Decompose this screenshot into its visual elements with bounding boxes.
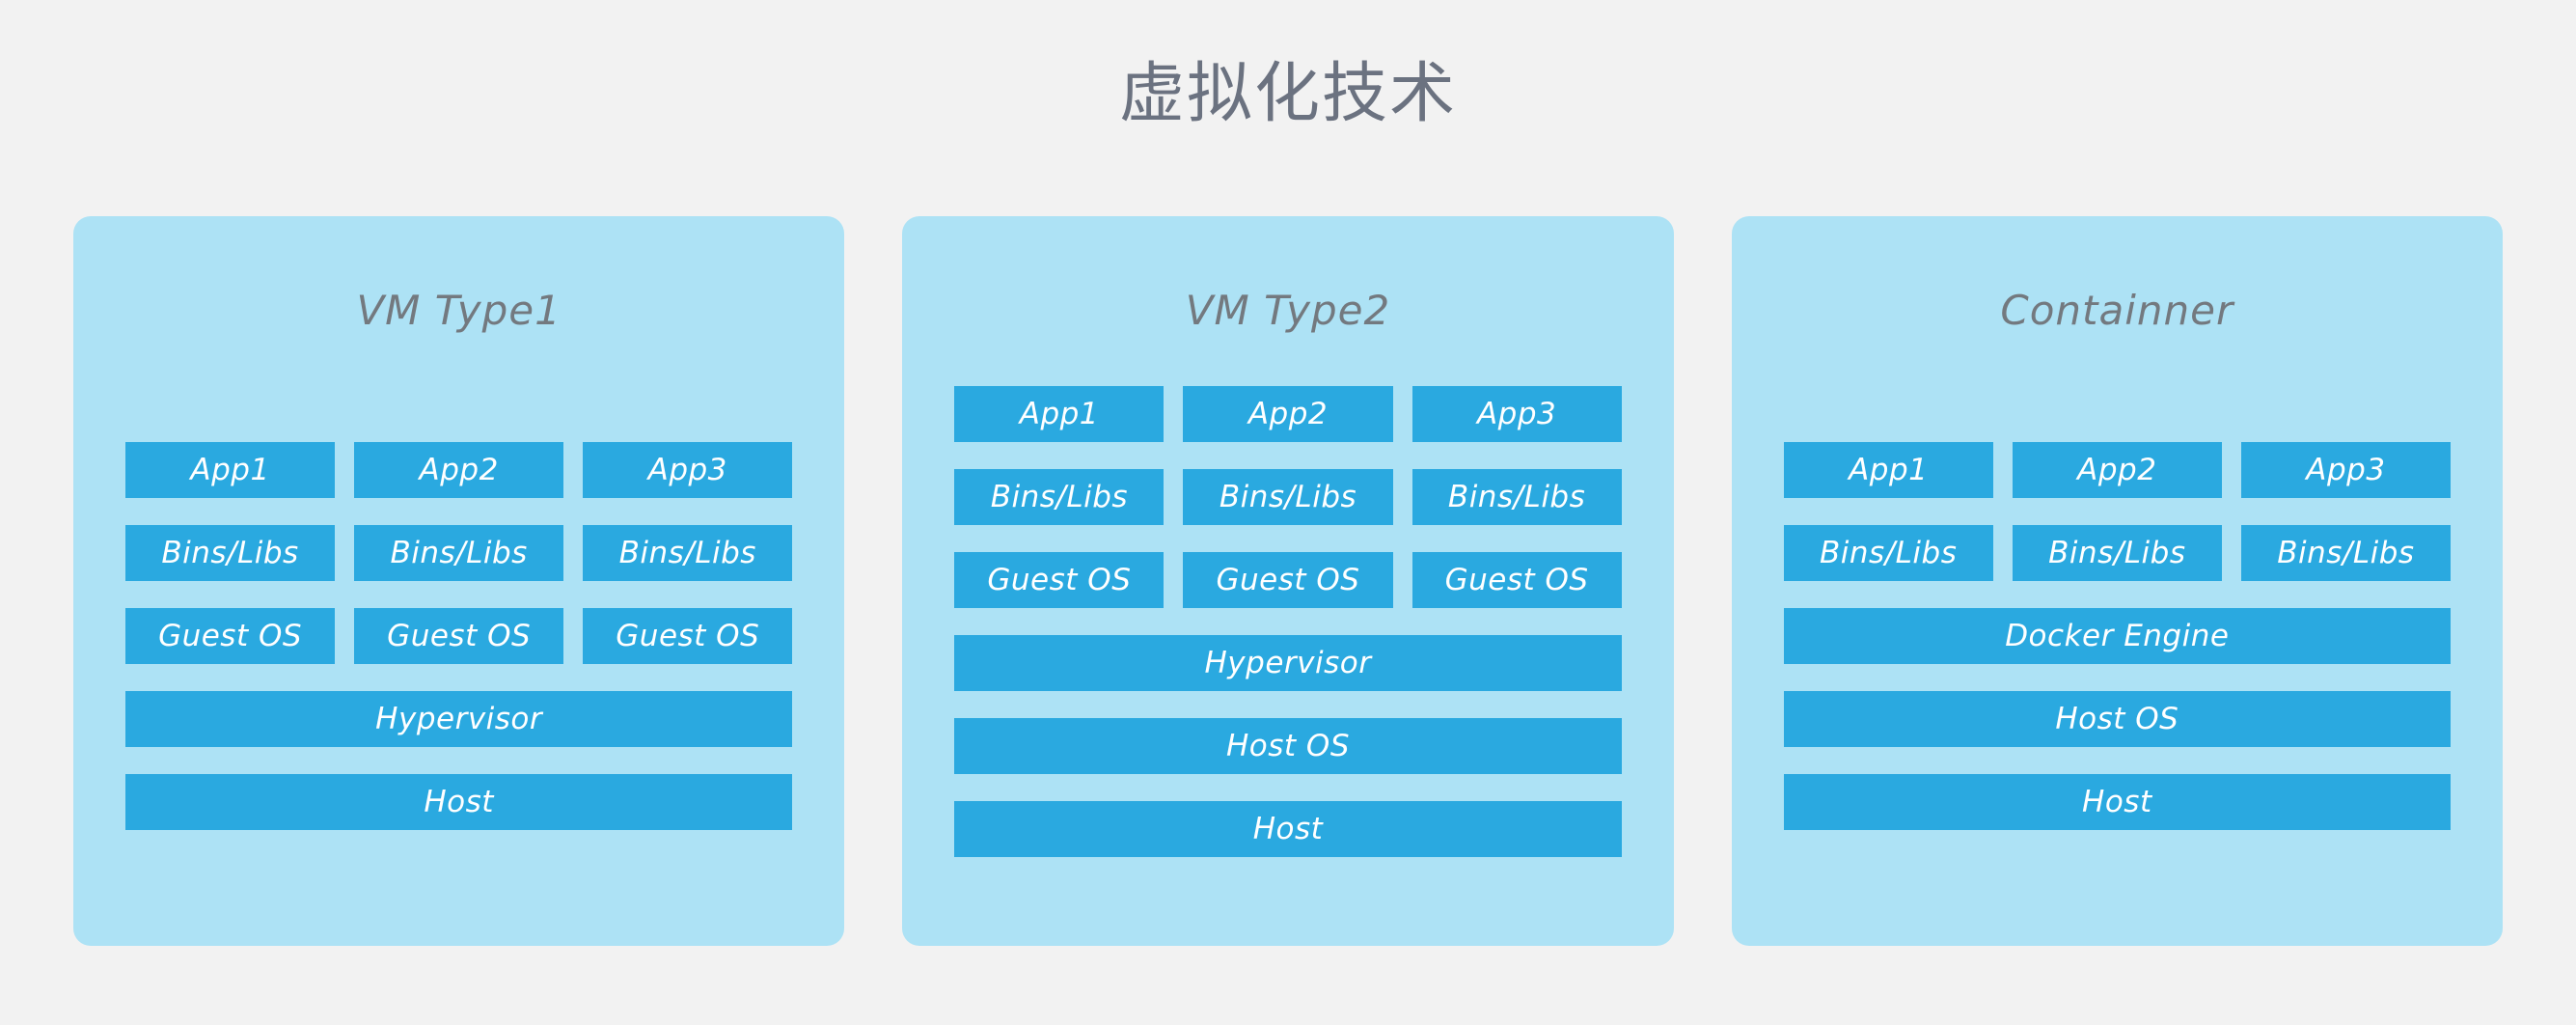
block-guest-os-2: Guest OS xyxy=(354,608,564,664)
block-docker-engine: Docker Engine xyxy=(1783,608,2451,664)
block-bins-libs-2: Bins/Libs xyxy=(354,525,564,581)
row-hypervisor: Hypervisor xyxy=(125,691,793,747)
block-host-os: Host OS xyxy=(1783,691,2451,747)
block-bins-libs-3: Bins/Libs xyxy=(2240,525,2451,581)
panel-title-vm-type2: VM Type2 xyxy=(1185,287,1391,334)
row-apps: App1 App2 App3 xyxy=(954,386,1622,442)
row-host-os: Host OS xyxy=(1783,691,2451,747)
block-hypervisor: Hypervisor xyxy=(954,635,1622,691)
block-app2: App2 xyxy=(1183,386,1393,442)
block-bins-libs-2: Bins/Libs xyxy=(2012,525,2222,581)
panel-title-containner: Containner xyxy=(2000,287,2234,334)
block-host: Host xyxy=(1783,774,2451,830)
row-bins-libs: Bins/Libs Bins/Libs Bins/Libs xyxy=(1783,525,2451,581)
panel-vm-type2: VM Type2 App1 App2 App3 Bins/Libs Bins/L… xyxy=(902,216,1674,946)
row-bins-libs: Bins/Libs Bins/Libs Bins/Libs xyxy=(125,525,793,581)
block-app1: App1 xyxy=(1783,442,1993,498)
block-app1: App1 xyxy=(954,386,1165,442)
stack-vm-type1: App1 App2 App3 Bins/Libs Bins/Libs Bins/… xyxy=(125,442,793,830)
block-bins-libs-1: Bins/Libs xyxy=(125,525,336,581)
block-bins-libs-3: Bins/Libs xyxy=(1411,469,1622,525)
row-bins-libs: Bins/Libs Bins/Libs Bins/Libs xyxy=(954,469,1622,525)
row-host-os: Host OS xyxy=(954,718,1622,774)
panel-title-vm-type1: VM Type1 xyxy=(356,287,562,334)
row-guest-os: Guest OS Guest OS Guest OS xyxy=(125,608,793,664)
block-host: Host xyxy=(954,801,1622,857)
stack-vm-type2: App1 App2 App3 Bins/Libs Bins/Libs Bins/… xyxy=(954,386,1622,857)
page-title: 虚拟化技术 xyxy=(1118,56,1457,132)
block-guest-os-3: Guest OS xyxy=(583,608,793,664)
panel-group: VM Type1 App1 App2 App3 Bins/Libs Bins/L… xyxy=(73,216,2503,946)
row-host: Host xyxy=(1783,774,2451,830)
block-app3: App3 xyxy=(583,442,793,498)
row-host: Host xyxy=(954,801,1622,857)
block-bins-libs-2: Bins/Libs xyxy=(1183,469,1393,525)
block-app1: App1 xyxy=(125,442,336,498)
block-bins-libs-1: Bins/Libs xyxy=(1783,525,1993,581)
row-docker-engine: Docker Engine xyxy=(1783,608,2451,664)
block-app3: App3 xyxy=(2240,442,2451,498)
block-bins-libs-3: Bins/Libs xyxy=(583,525,793,581)
block-hypervisor: Hypervisor xyxy=(125,691,793,747)
block-guest-os-1: Guest OS xyxy=(125,608,336,664)
row-host: Host xyxy=(125,774,793,830)
stack-containner: App1 App2 App3 Bins/Libs Bins/Libs Bins/… xyxy=(1783,442,2451,830)
row-guest-os: Guest OS Guest OS Guest OS xyxy=(954,552,1622,608)
block-app3: App3 xyxy=(1411,386,1622,442)
row-hypervisor: Hypervisor xyxy=(954,635,1622,691)
row-apps: App1 App2 App3 xyxy=(1783,442,2451,498)
block-bins-libs-1: Bins/Libs xyxy=(954,469,1165,525)
block-guest-os-1: Guest OS xyxy=(954,552,1165,608)
block-guest-os-3: Guest OS xyxy=(1411,552,1622,608)
panel-containner: Containner App1 App2 App3 Bins/Libs Bins… xyxy=(1731,216,2503,946)
block-guest-os-2: Guest OS xyxy=(1183,552,1393,608)
block-host: Host xyxy=(125,774,793,830)
block-host-os: Host OS xyxy=(954,718,1622,774)
block-app2: App2 xyxy=(2012,442,2222,498)
row-apps: App1 App2 App3 xyxy=(125,442,793,498)
block-app2: App2 xyxy=(354,442,564,498)
panel-vm-type1: VM Type1 App1 App2 App3 Bins/Libs Bins/L… xyxy=(73,216,845,946)
